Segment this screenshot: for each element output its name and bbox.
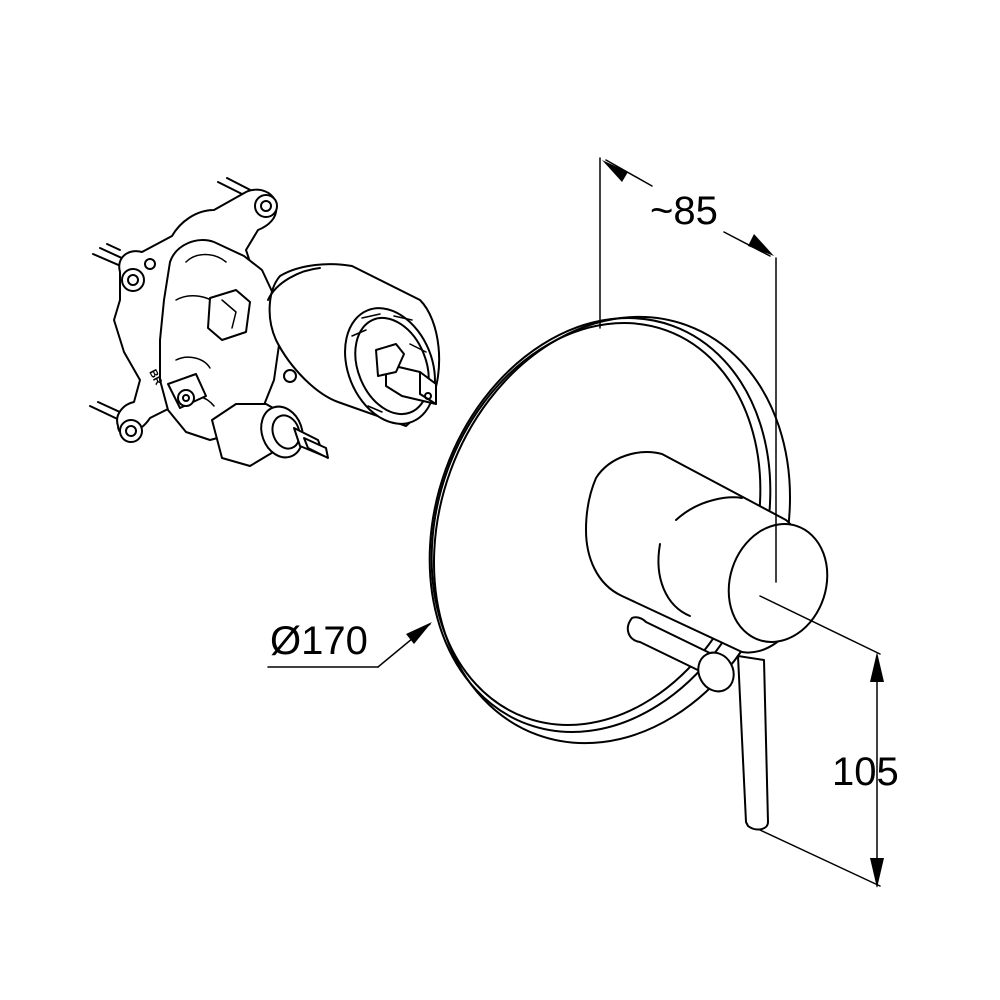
lever-arm [737, 655, 769, 831]
bottom-outlet [211, 403, 329, 467]
rough-in-valve-body: BR [89, 177, 441, 467]
dimension-diameter: Ø170 [267, 619, 432, 668]
depth-dimension-label: ~85 [650, 189, 718, 233]
height-dimension-label: 105 [832, 750, 899, 794]
handle-body [585, 451, 829, 654]
spindle [375, 343, 437, 405]
trim-assembly [428, 315, 829, 831]
dimension-height: 105 [759, 595, 899, 888]
lever-pin [626, 616, 735, 693]
bolt-heads [119, 194, 278, 443]
side-lug [167, 373, 207, 409]
cartridge-cylinder [267, 263, 441, 427]
dimension-depth: ~85 [599, 157, 777, 583]
hex-fitting [207, 289, 251, 341]
diameter-dimension-label: Ø170 [270, 619, 368, 663]
